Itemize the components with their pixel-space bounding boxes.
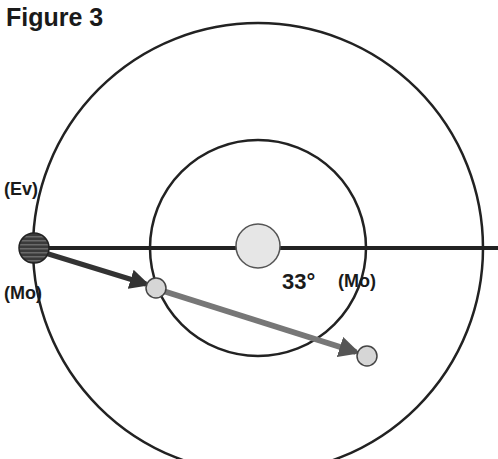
sun <box>236 224 280 268</box>
outer-orbit <box>33 23 483 459</box>
sight-arrow <box>42 252 146 284</box>
earth-planet <box>19 233 49 263</box>
planet-label: (Mo) <box>4 284 42 304</box>
mars-planet <box>146 278 166 298</box>
angle-label: 33° <box>282 270 315 294</box>
sight-arrow <box>160 290 356 352</box>
figure-title: Figure 3 <box>6 4 103 32</box>
mars-planet <box>357 346 377 366</box>
planet-label: (Mo) <box>338 272 376 292</box>
planet-label: (Ev) <box>4 180 38 200</box>
